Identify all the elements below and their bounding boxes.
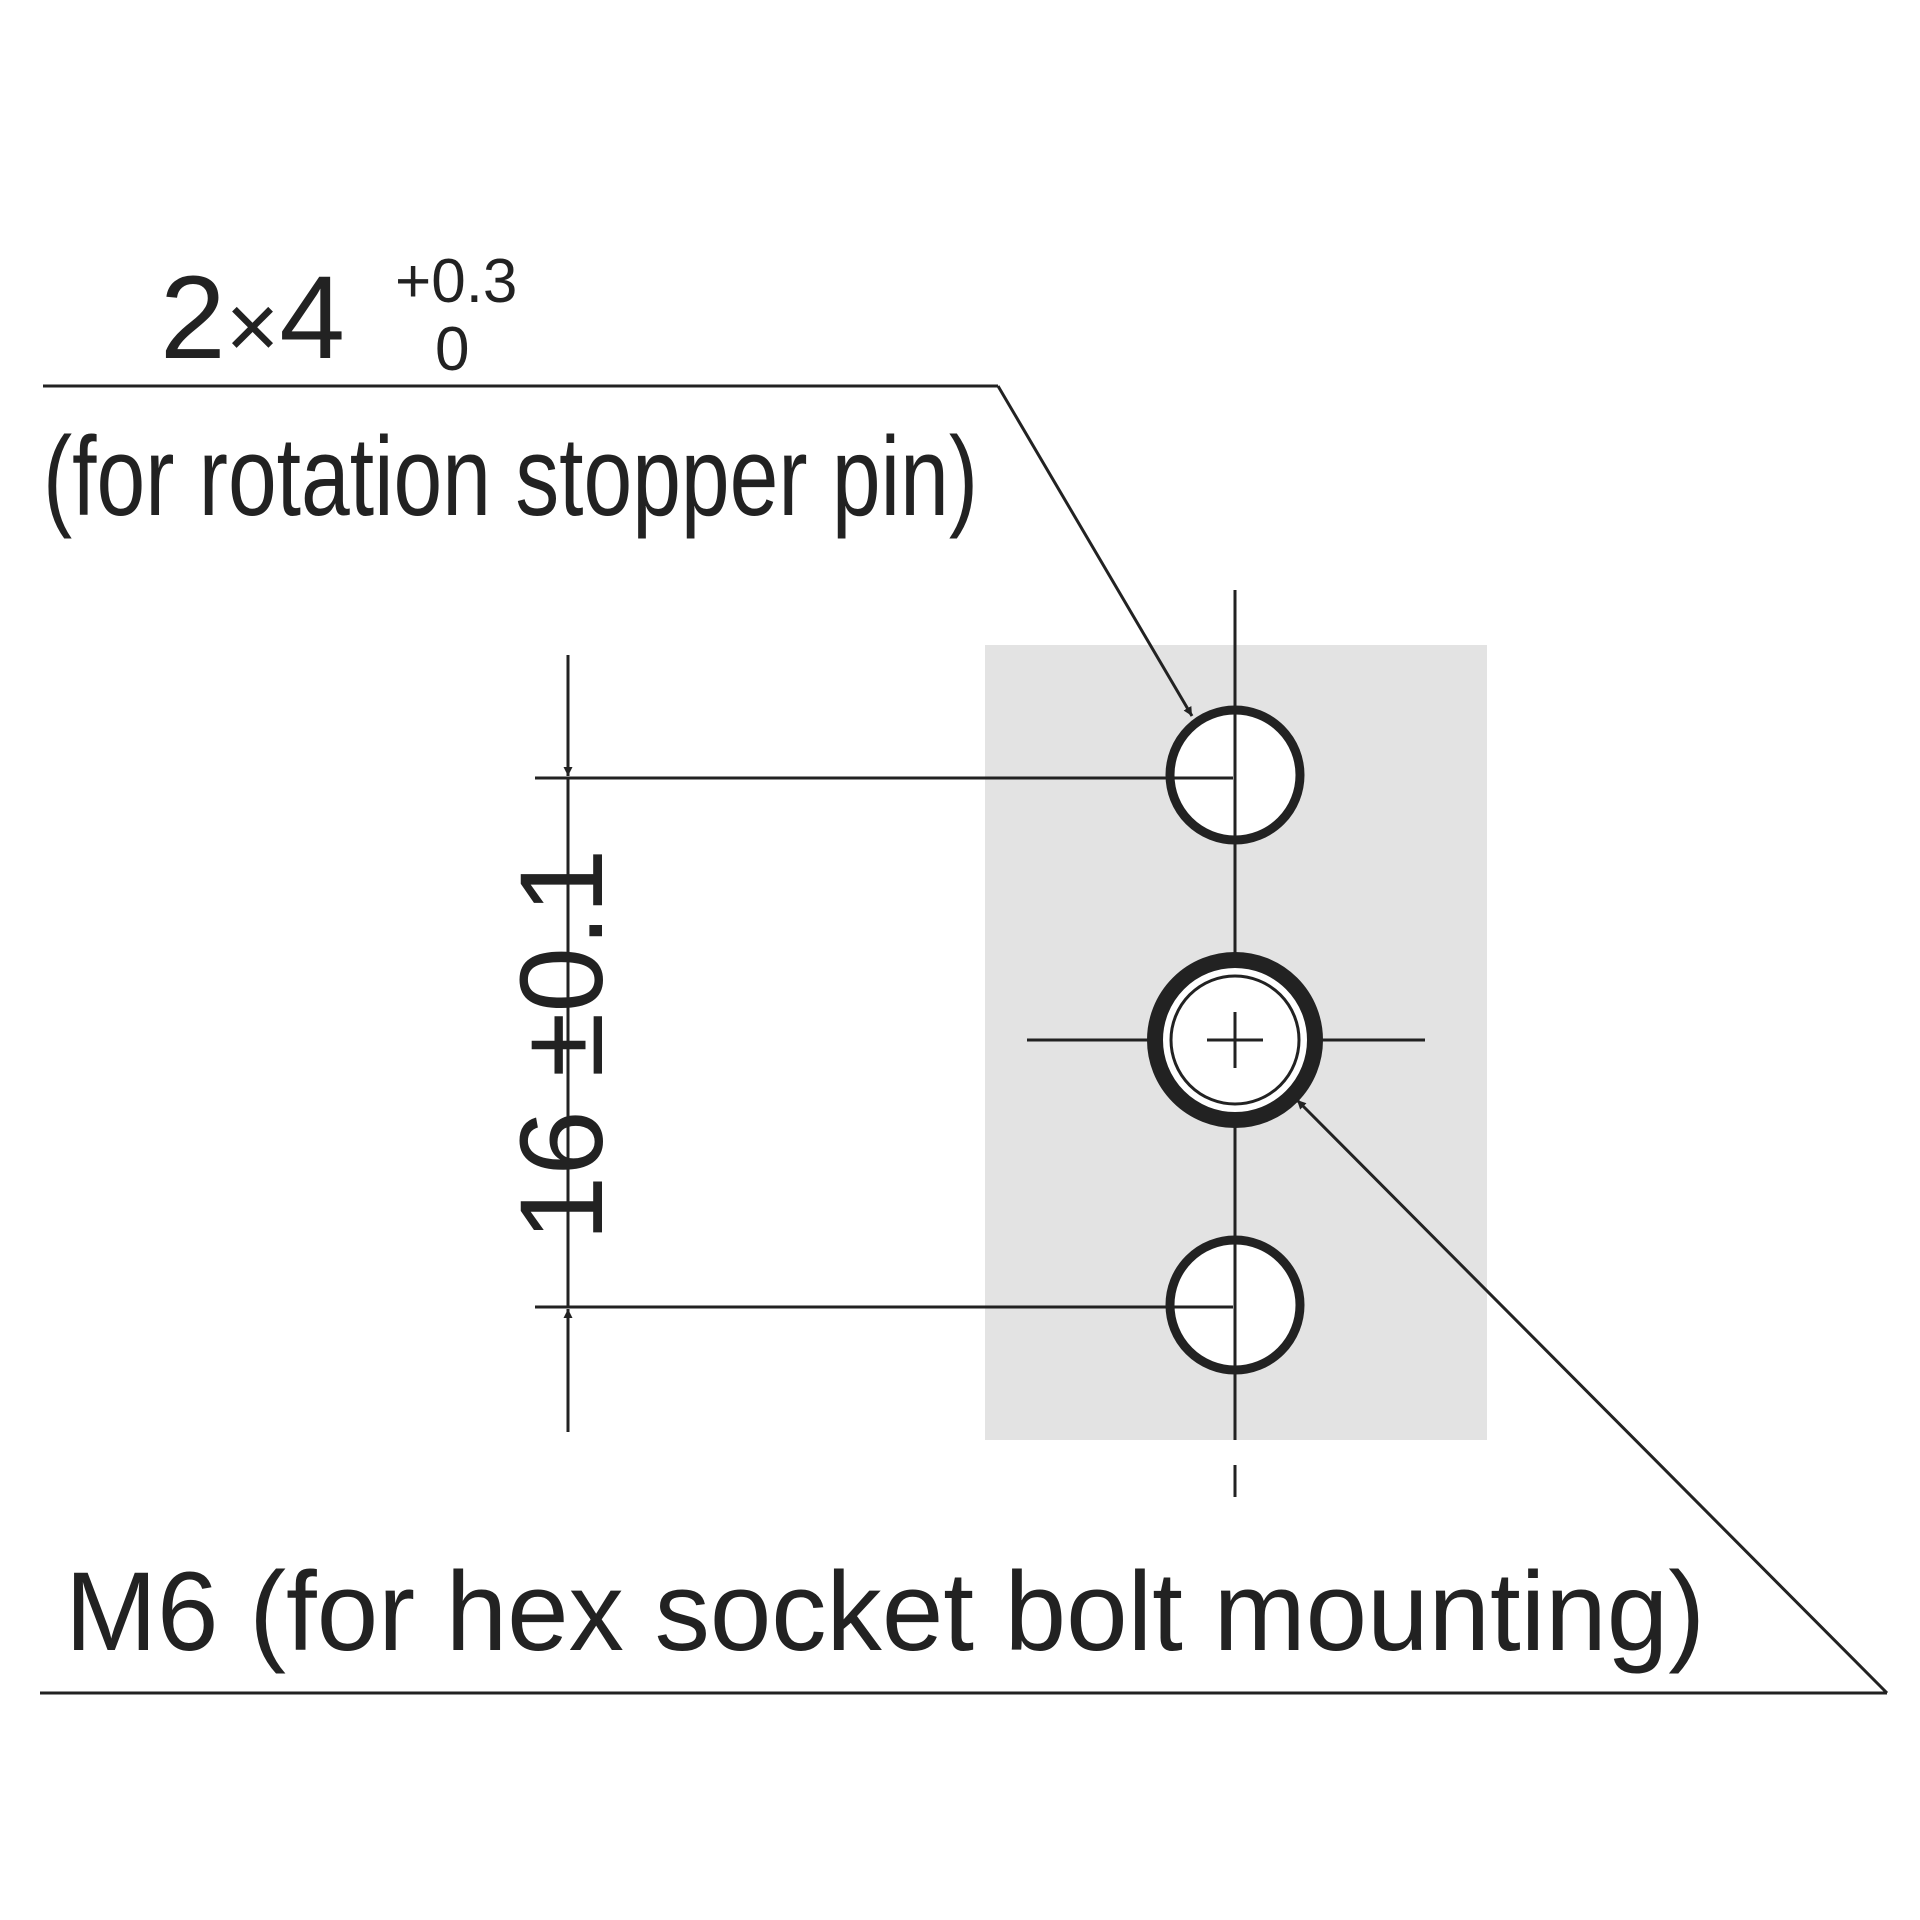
pin-hole-note: (for rotation stopper pin) <box>43 414 978 539</box>
pin-hole-spec: 2×4 <box>160 252 345 384</box>
pin-hole-diameter: 4 <box>279 252 345 384</box>
bolt-hole-m6-inner <box>1169 974 1301 1106</box>
times-sign: × <box>226 276 280 378</box>
tolerance-upper: +0.3 <box>395 247 517 316</box>
leader-line-top-arrow <box>996 385 1194 717</box>
bolt-hole-note: M6 (for hex socket bolt mounting) <box>65 1549 1705 1674</box>
tolerance-lower: 0 <box>435 315 469 384</box>
pin-hole-count: 2 <box>160 252 226 384</box>
pitch-dimension-label: 16 ±0.1 <box>496 849 628 1242</box>
leader-line-bottom-arrow <box>1295 1098 1889 1695</box>
